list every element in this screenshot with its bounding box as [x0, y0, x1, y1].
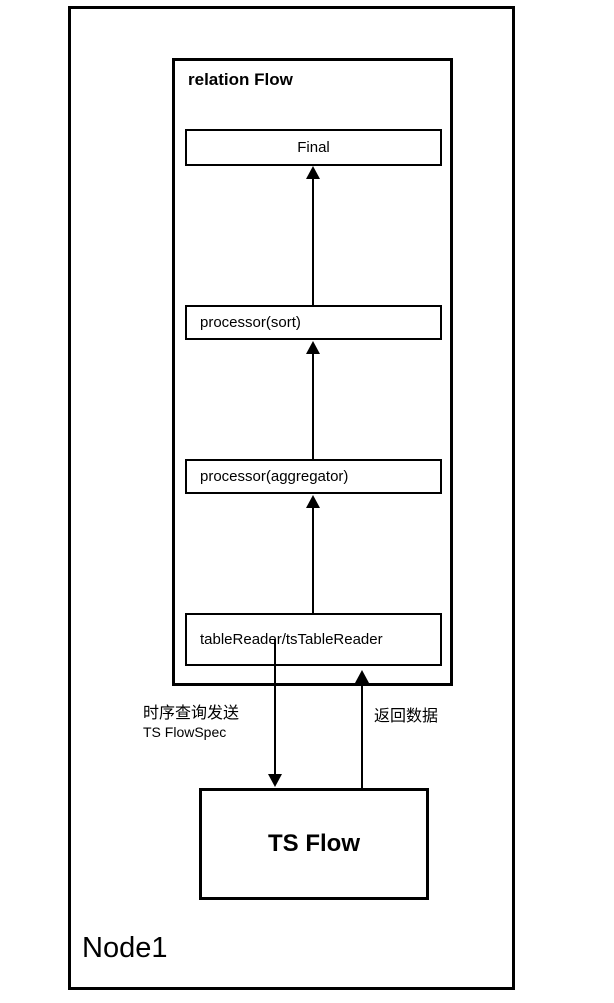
arrow-reader-to-aggregator-head-icon	[306, 495, 320, 508]
arrow-sort-to-final-head-icon	[306, 166, 320, 179]
stage-processor-aggregator[interactable]: processor(aggregator)	[185, 459, 442, 494]
arrow-aggregator-to-sort-head-icon	[306, 341, 320, 354]
stage-processor-sort[interactable]: processor(sort)	[185, 305, 442, 340]
arrow-reader-to-tsflow-line	[274, 640, 276, 775]
edge-label-return-data: 返回数据	[374, 707, 438, 727]
edge-label-return-data-line1: 返回数据	[374, 708, 439, 725]
arrow-reader-to-aggregator-line	[312, 506, 314, 613]
arrow-sort-to-final-line	[312, 178, 314, 305]
edge-label-query-send-line2: TS FlowSpec	[143, 724, 227, 740]
node-label: Node1	[82, 932, 168, 964]
ts-flow-box[interactable]: TS Flow	[199, 788, 429, 900]
edge-label-query-send: 时序查询发送 TS FlowSpec	[143, 704, 239, 742]
stage-final[interactable]: Final	[185, 129, 442, 166]
arrow-tsflow-to-reader-line	[361, 682, 363, 788]
relation-flow-title: relation Flow	[188, 70, 293, 89]
arrow-aggregator-to-sort-line	[312, 352, 314, 459]
stage-table-reader[interactable]: tableReader/tsTableReader	[185, 613, 442, 666]
edge-label-query-send-line1: 时序查询发送	[143, 705, 240, 722]
arrow-tsflow-to-reader-head-icon	[355, 670, 369, 683]
arrow-reader-to-tsflow-head-icon	[268, 774, 282, 787]
